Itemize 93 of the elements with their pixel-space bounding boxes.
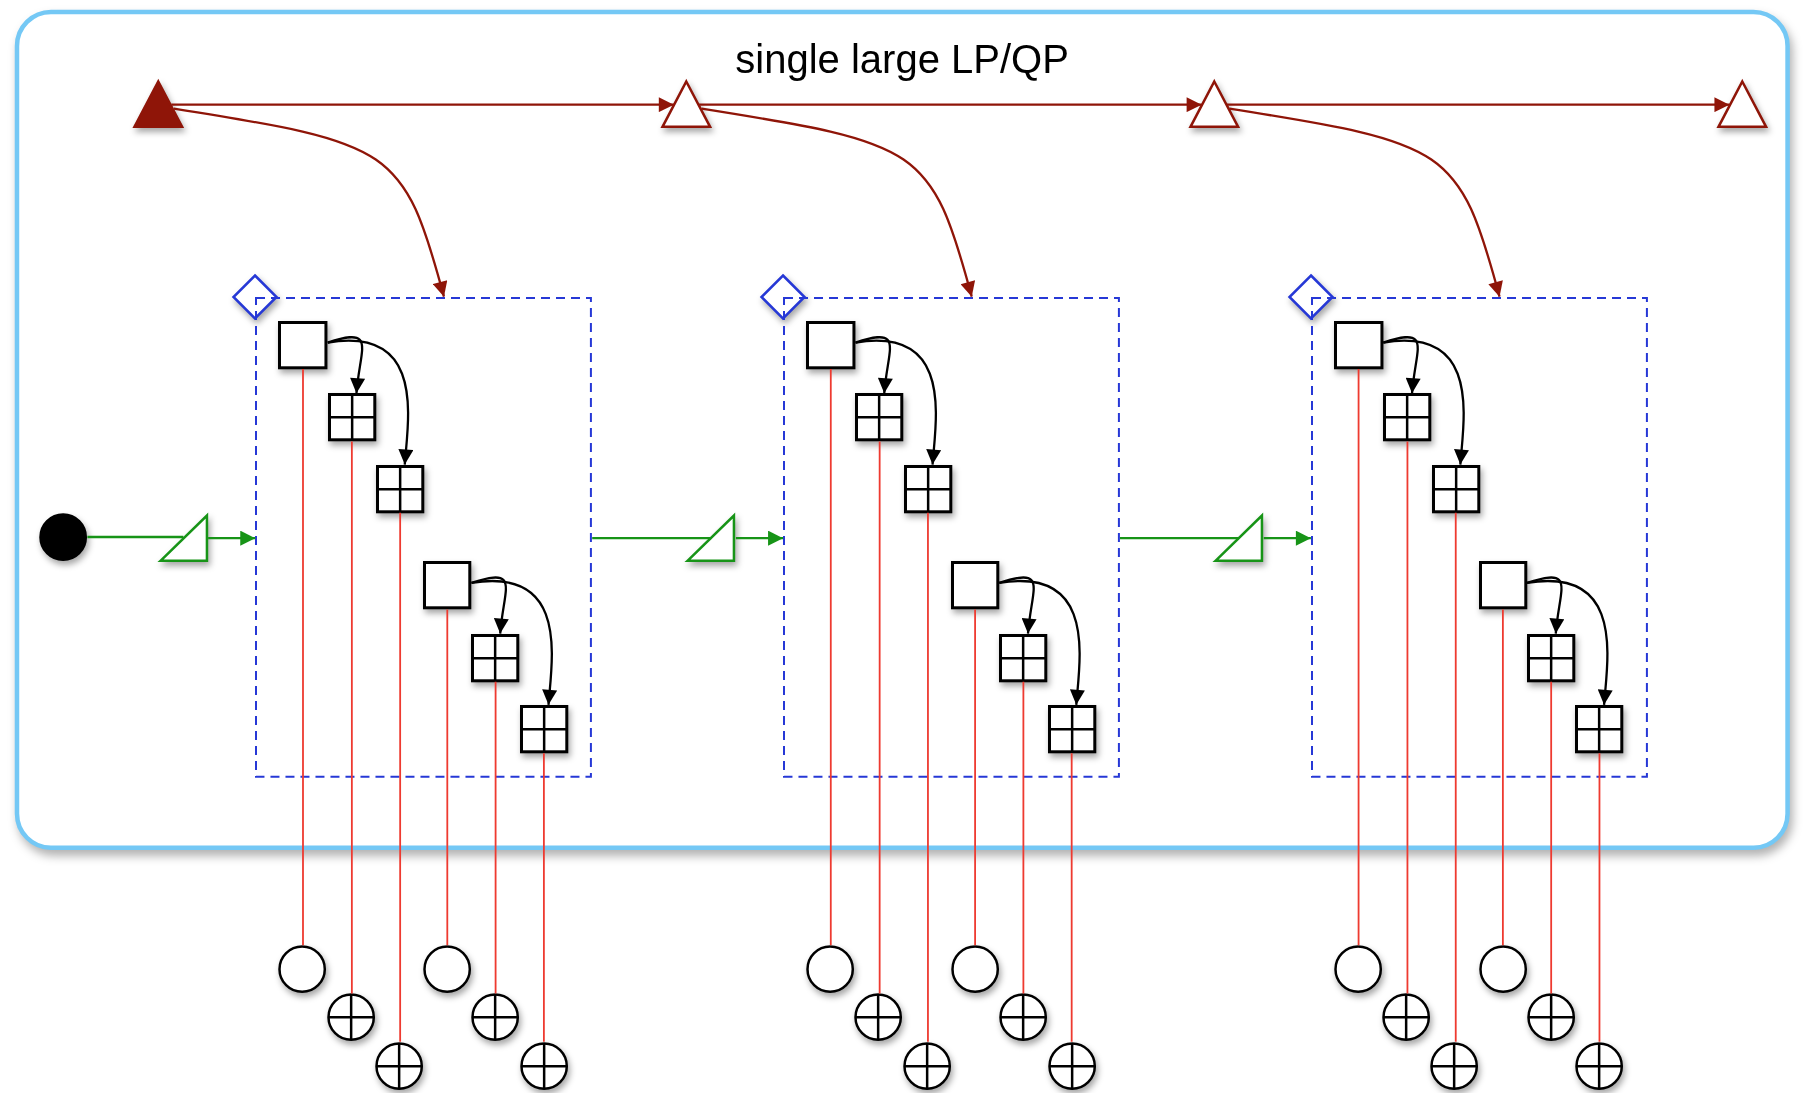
grid-square-symbol: [519, 704, 568, 754]
grid-square-symbol: [471, 633, 520, 682]
connector-line: [974, 608, 976, 947]
connector-line: [1550, 680, 1553, 995]
connector-line: [302, 368, 304, 947]
diamond-symbol: [232, 273, 279, 320]
circled-plus-symbol: [1527, 993, 1576, 1042]
connector-line: [1120, 537, 1239, 540]
diamond-symbol: [760, 273, 807, 320]
arrow: [701, 107, 975, 297]
dashed-frame: [783, 296, 1120, 778]
connector-line: [927, 511, 929, 1043]
grid-square-symbol: [999, 633, 1048, 682]
square-symbol: [1333, 320, 1384, 370]
circle-symbol: [423, 945, 472, 994]
arrow: [1526, 579, 1613, 705]
grid-square-symbol: [1575, 704, 1624, 754]
arrow: [327, 336, 366, 394]
grid-square-symbol: [903, 464, 953, 513]
arrow: [471, 576, 510, 634]
circled-plus-symbol: [999, 993, 1048, 1042]
circle-symbol: [1333, 945, 1383, 994]
triangle-symbol: [686, 513, 736, 563]
arrow: [173, 107, 448, 297]
panel-title: single large LP/QP: [735, 36, 1069, 84]
triangle-symbol: [1716, 80, 1768, 129]
circled-plus-symbol: [471, 993, 520, 1042]
grid-square-symbol: [1383, 393, 1432, 442]
connector-line: [350, 440, 353, 995]
arrow: [998, 576, 1037, 634]
triangle-symbol: [158, 513, 209, 563]
circled-plus-symbol: [1047, 1041, 1096, 1091]
triangle-symbol: [1188, 80, 1240, 129]
arrow: [699, 97, 1202, 113]
connector-line: [543, 752, 545, 1043]
arrow: [855, 339, 942, 465]
dashed-frame: [255, 296, 593, 778]
connector-line: [446, 608, 449, 947]
circle-symbol: [1478, 945, 1527, 994]
circled-plus-symbol: [326, 993, 375, 1042]
grid-square-symbol: [1047, 704, 1096, 754]
circled-plus-symbol: [1430, 1041, 1479, 1091]
connector-line: [878, 440, 881, 995]
circled-plus-symbol: [374, 1041, 424, 1091]
grid-square-symbol: [855, 393, 904, 442]
connector-line: [829, 368, 832, 947]
circled-plus-symbol: [1575, 1041, 1624, 1091]
arrow: [208, 530, 256, 546]
grid-square-symbol: [376, 464, 425, 513]
triangle-symbol: [661, 80, 712, 129]
circle-symbol: [950, 945, 1000, 994]
circled-plus-symbol: [1382, 993, 1431, 1042]
arrow: [855, 336, 894, 394]
connector-line: [592, 537, 712, 540]
arrow: [1226, 97, 1730, 113]
circle-symbol: [39, 512, 88, 562]
arrow: [171, 97, 674, 113]
circled-plus-symbol: [519, 1041, 568, 1091]
circle-symbol: [806, 945, 855, 994]
connector-line: [1454, 511, 1457, 1043]
circle-symbol: [278, 945, 327, 994]
triangle-symbol: [133, 80, 184, 129]
arrow: [327, 339, 414, 465]
circled-plus-symbol: [902, 1041, 951, 1091]
connector-line: [87, 535, 184, 539]
square-symbol: [278, 320, 328, 370]
grid-square-symbol: [1431, 464, 1480, 513]
arrow: [1229, 107, 1503, 297]
grid-square-symbol: [327, 393, 376, 442]
square-symbol: [806, 320, 856, 370]
connector-line: [1357, 368, 1360, 947]
connector-line: [494, 680, 497, 995]
arrow: [1263, 530, 1311, 546]
connector-line: [1406, 440, 1409, 995]
rounded-panel: [13, 9, 1791, 851]
square-symbol: [1478, 561, 1527, 610]
connector-line: [1502, 608, 1504, 947]
square-symbol: [423, 561, 472, 610]
arrow: [735, 530, 784, 546]
circled-plus-symbol: [854, 993, 903, 1042]
triangle-symbol: [1214, 513, 1264, 563]
grid-square-symbol: [1527, 633, 1576, 682]
diamond-symbol: [1287, 273, 1334, 320]
arrow: [1526, 576, 1565, 634]
arrow: [999, 579, 1086, 705]
connector-line: [1022, 680, 1025, 995]
dashed-frame: [1310, 296, 1648, 778]
arrow: [1383, 339, 1470, 465]
connector-line: [399, 511, 402, 1043]
arrow: [471, 579, 558, 705]
connector-line: [1598, 752, 1601, 1043]
connector-line: [1070, 752, 1073, 1043]
square-symbol: [950, 561, 1000, 610]
